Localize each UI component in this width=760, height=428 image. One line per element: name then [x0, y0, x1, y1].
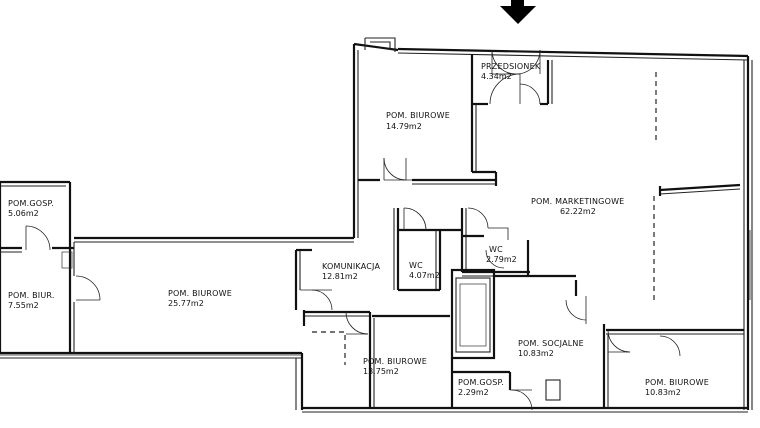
interior-walls: [0, 54, 744, 408]
room-area-biurowe-1: 14.79m2: [386, 122, 422, 131]
room-area-biurowe-4: 10.83m2: [645, 388, 681, 397]
room-name-gosp-1: POM.GOSP.: [8, 199, 54, 208]
room-name-wc-2: WC: [489, 245, 503, 254]
room-name-biurowe-1: POM. BIUROWE: [386, 111, 450, 120]
room-name-gosp-2: POM.GOSP.: [458, 378, 504, 387]
room-area-biurowe-2: 25.77m2: [168, 299, 204, 308]
room-name-komunikacja: KOMUNIKACJA: [322, 262, 380, 271]
entrance-arrow-icon: [500, 0, 536, 24]
room-name-wc-1: WC: [409, 261, 423, 270]
room-name-biurowe-2: POM. BIUROWE: [168, 289, 232, 298]
room-area-marketingowe: 62.22m2: [560, 207, 596, 216]
room-name-marketingowe: POM. MARKETINGOWE: [531, 197, 624, 206]
room-area-biurowe-3: 13.75m2: [363, 367, 399, 376]
room-name-socjalne: POM. SOCJALNE: [518, 339, 584, 348]
room-name-przedsionek: PRZEDSIONEK: [481, 62, 541, 71]
room-name-biur-small: POM. BIUR.: [8, 291, 55, 300]
room-area-gosp-1: 5.06m2: [8, 209, 39, 218]
room-area-komunikacja: 12.81m2: [322, 272, 358, 281]
room-area-wc-1: 4.07m2: [409, 271, 440, 280]
doors: [25, 49, 681, 411]
room-area-przedsionek: 4.34m2: [481, 72, 512, 81]
room-name-biurowe-4: POM. BIUROWE: [645, 378, 709, 387]
room-area-wc-2: 2.79m2: [486, 255, 517, 264]
room-labels: PRZEDSIONEK 4.34m2 POM. BIUROWE 14.79m2 …: [8, 62, 709, 397]
room-area-gosp-2: 2.29m2: [458, 388, 489, 397]
room-name-biurowe-3: POM. BIUROWE: [363, 357, 427, 366]
room-area-biur-small: 7.55m2: [8, 301, 39, 310]
outer-walls: [0, 37, 753, 413]
room-area-socjalne: 10.83m2: [518, 349, 554, 358]
